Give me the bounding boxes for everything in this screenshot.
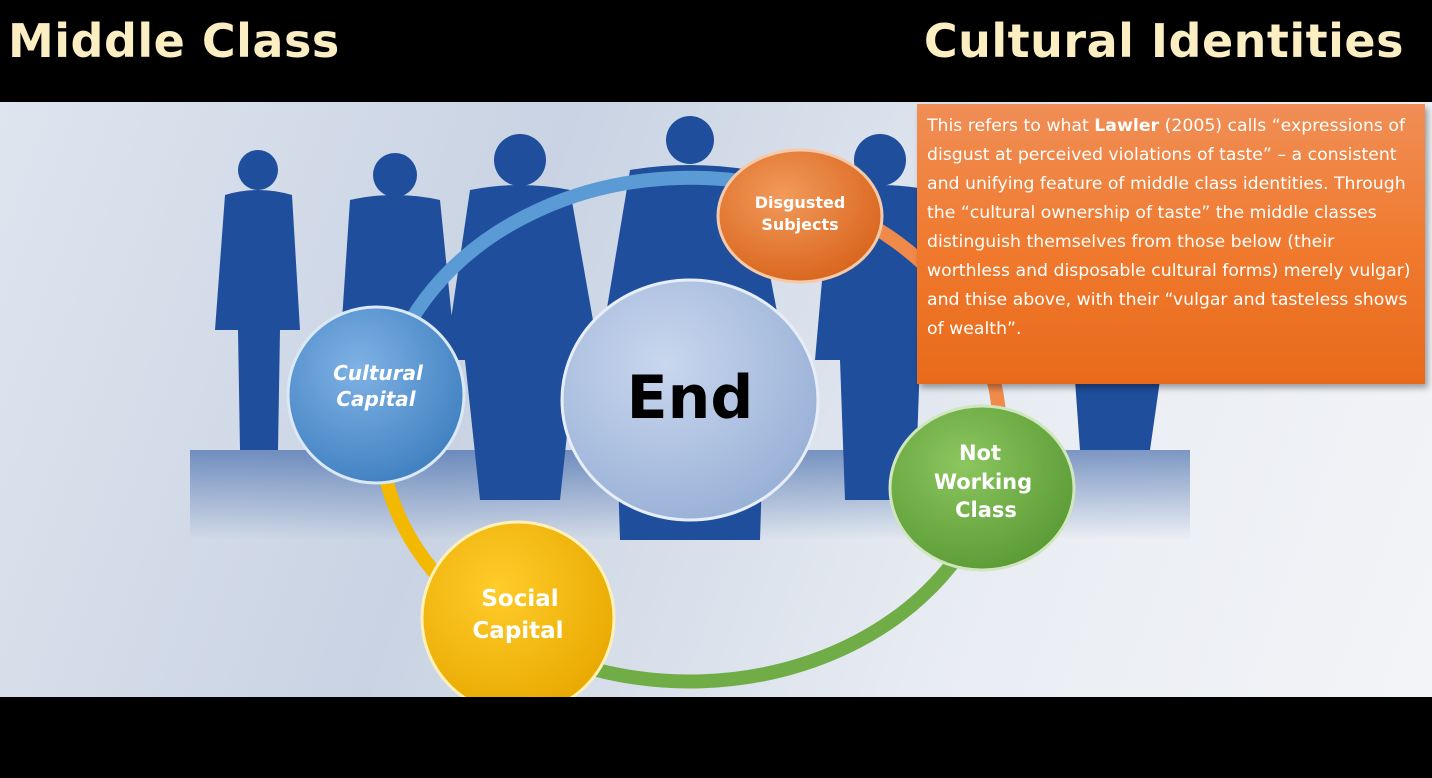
node-label-line1: Disgusted [755, 193, 846, 212]
node-label-line3: Class [955, 498, 1017, 522]
node-social-capital: Social Capital [420, 520, 616, 697]
explanation-callout: This refers to what Lawler (2005) calls … [917, 104, 1425, 384]
node-label-line2: Working [934, 470, 1032, 494]
node-disgusted-subjects: Disgusted Subjects [716, 148, 884, 284]
bottom-bar [0, 697, 1432, 778]
callout-author: Lawler [1094, 116, 1160, 136]
node-label-line2: Subjects [761, 215, 838, 234]
node-label-line1: Social [481, 586, 558, 612]
node-not-working-class: Not Working Class [888, 404, 1076, 572]
title-bar: Middle Class Cultural Identities [0, 0, 1432, 102]
node-cultural-capital: Cultural Capital [286, 305, 466, 485]
center-label: End [627, 363, 754, 433]
node-label-line1: Not [959, 441, 1001, 465]
callout-text-start: This refers to what [927, 116, 1095, 136]
slide-title-right: Cultural Identities [923, 14, 1404, 68]
callout-text-rest: (2005) calls “expressions of disgust at … [927, 116, 1411, 339]
node-label-line2: Capital [472, 618, 563, 644]
slide-title-left: Middle Class [8, 14, 340, 68]
center-node: End [560, 278, 820, 522]
node-label-line2: Capital [336, 387, 416, 411]
node-label-line1: Cultural [333, 361, 424, 385]
